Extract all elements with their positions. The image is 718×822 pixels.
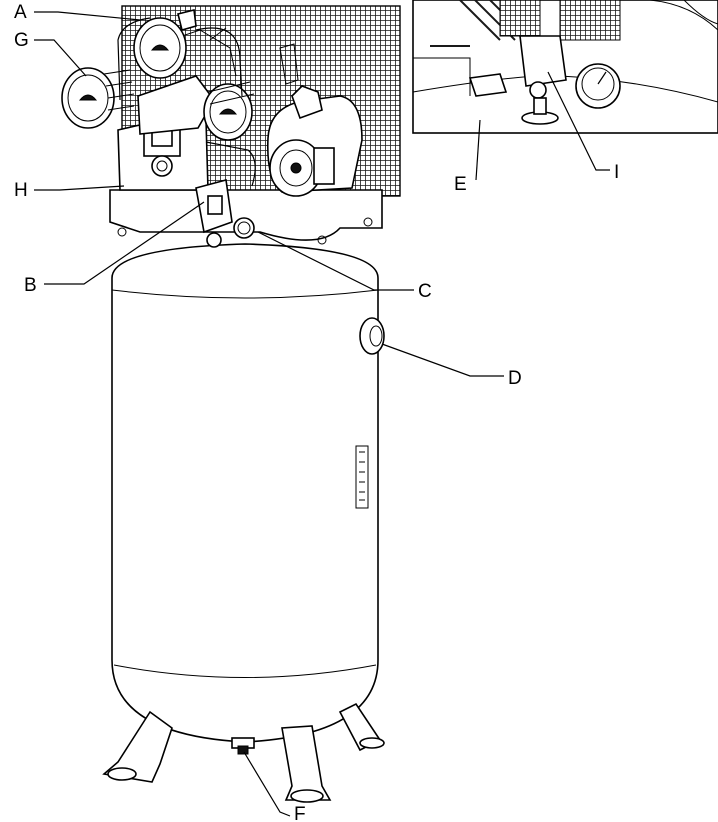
tank-legs (102, 702, 385, 803)
tank-pressure-gauge (233, 217, 255, 239)
transfer-tube (117, 17, 256, 187)
cylinder-head-g (61, 67, 135, 129)
callout-h: H (14, 180, 28, 201)
air-tank (111, 243, 379, 743)
outlet-fitting (359, 317, 385, 355)
cylinder-head-right (203, 81, 255, 141)
cylinder-head-a (133, 9, 197, 79)
drain-valve (231, 737, 255, 755)
pressure-switch (195, 178, 233, 248)
callout-b: B (24, 275, 37, 296)
callout-a: A (14, 2, 27, 23)
leader-lines (34, 11, 610, 817)
callout-c: C (418, 281, 432, 302)
callout-d: D (508, 368, 522, 389)
callout-e: E (454, 174, 467, 195)
electric-motor (266, 43, 363, 197)
callout-i: I (614, 162, 619, 183)
inset-detail (412, 0, 718, 134)
callout-g: G (14, 30, 29, 51)
callout-f: F (294, 804, 306, 822)
mounting-platform (109, 189, 383, 245)
